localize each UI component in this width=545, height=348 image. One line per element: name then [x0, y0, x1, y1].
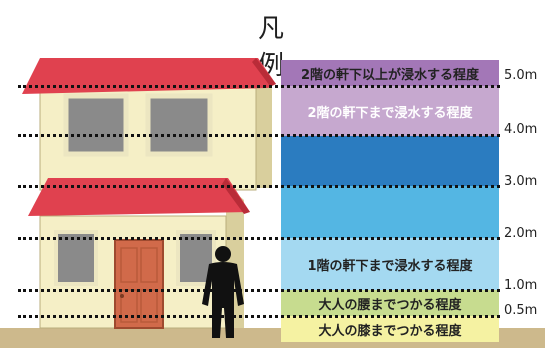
- level-label-1m: 1.0m: [504, 278, 538, 293]
- legend-band-to-2f-eaves: 2階の軒下まで浸水する程度: [281, 86, 499, 136]
- legend-band-label: 2階の軒下まで浸水する程度: [307, 105, 473, 121]
- legend-band-label: 大人の腰までつかる程度: [318, 297, 462, 313]
- level-label-4m: 4.0m: [504, 122, 538, 137]
- legend-band-to-knee: 大人の膝までつかる程度: [281, 316, 499, 342]
- level-label-3m: 3.0m: [504, 174, 538, 189]
- legend-band-to-waist: 大人の腰までつかる程度: [281, 290, 499, 316]
- legend-band-label: 1階の軒下まで浸水する程度: [307, 258, 473, 274]
- upper-window-left: [63, 93, 129, 157]
- adult-person-icon: [202, 246, 244, 338]
- guide-line-1m: [18, 289, 500, 292]
- guide-line-5m: [18, 85, 500, 88]
- house-lower-roof: [28, 178, 250, 216]
- legend-title: 凡 例: [257, 14, 348, 81]
- house-side-wall-upper: [256, 70, 272, 188]
- guide-line-4m: [18, 134, 500, 137]
- legend-band-over-2f-eaves: 2階の軒下以上が浸水する程度: [281, 60, 499, 86]
- guide-line-0-5m: [18, 315, 500, 318]
- level-label-0-5m: 0.5m: [504, 303, 538, 318]
- guide-line-3m: [18, 185, 500, 188]
- lower-window-left: [54, 230, 98, 286]
- legend-band-to-1f-eaves: 1階の軒下まで浸水する程度: [281, 238, 499, 290]
- legend-band-label: 2階の軒下以上が浸水する程度: [300, 67, 480, 83]
- upper-window-right: [145, 93, 213, 157]
- legend-band-label: 大人の膝までつかる程度: [318, 323, 462, 339]
- legend-band-2-3m: [281, 186, 499, 238]
- guide-line-2m: [18, 237, 500, 240]
- legend-band-3-4m: [281, 136, 499, 186]
- house-upper-roof: [22, 58, 276, 94]
- level-label-2m: 2.0m: [504, 226, 538, 241]
- front-door: [114, 239, 164, 329]
- level-label-5m: 5.0m: [504, 68, 538, 83]
